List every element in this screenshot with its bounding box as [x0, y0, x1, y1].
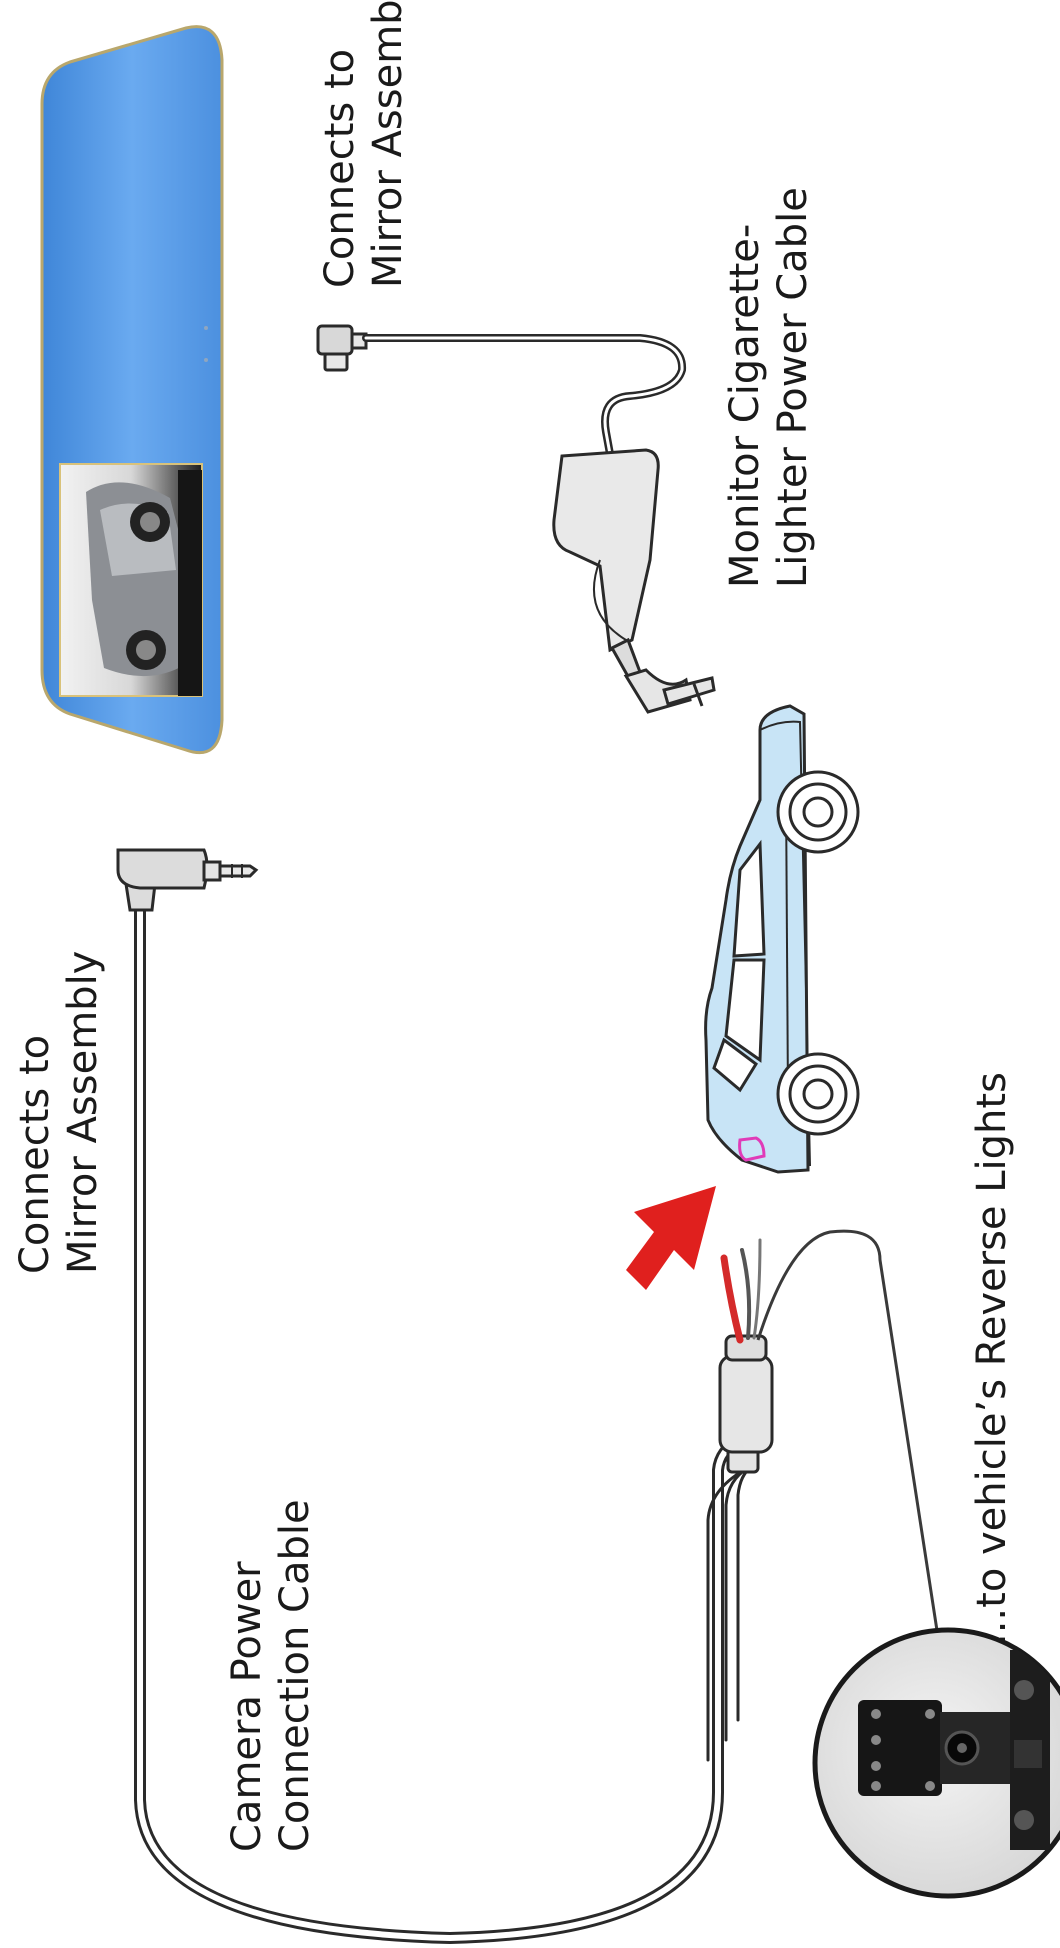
- label-mirror-connect-left-line1: Connects to: [12, 1035, 58, 1274]
- label-mirror-connect-left-line2: Mirror Assembly: [60, 951, 106, 1274]
- label-reverse-lights: ...to vehicle’s Reverse Lights: [969, 1072, 1015, 1646]
- label-cigarette-cable-line2: Lighter Power Cable: [770, 187, 816, 588]
- label-cigarette-cable-line1: Monitor Cigarette-: [722, 224, 768, 588]
- camera-power-cable: [134, 894, 754, 1945]
- cigarette-lighter-adapter: [552, 448, 716, 714]
- cigarette-lighter-cable: [316, 324, 716, 714]
- label-mirror-connect-top-line1: Connects to: [317, 49, 363, 288]
- reverse-light-marker: [738, 1136, 766, 1162]
- rear-wheel: [776, 1052, 860, 1136]
- label-mirror-connect-top-line2: Mirror Assembly: [365, 0, 411, 288]
- red-arrow-icon: [626, 1186, 716, 1290]
- audio-jack-plug: [116, 848, 259, 912]
- front-wheel: [776, 770, 860, 854]
- label-camera-cable-line1: Camera Power: [224, 1561, 270, 1852]
- label-camera-cable-line2: Connection Cable: [272, 1499, 318, 1852]
- screen-car-image: [86, 470, 202, 696]
- backup-camera-icon: [812, 1627, 1060, 1899]
- camera-connector: [718, 1229, 942, 1651]
- mini-usb-plug: [316, 324, 368, 372]
- sedan-car-icon: [704, 704, 860, 1174]
- rearview-mirror-monitor: [40, 25, 224, 755]
